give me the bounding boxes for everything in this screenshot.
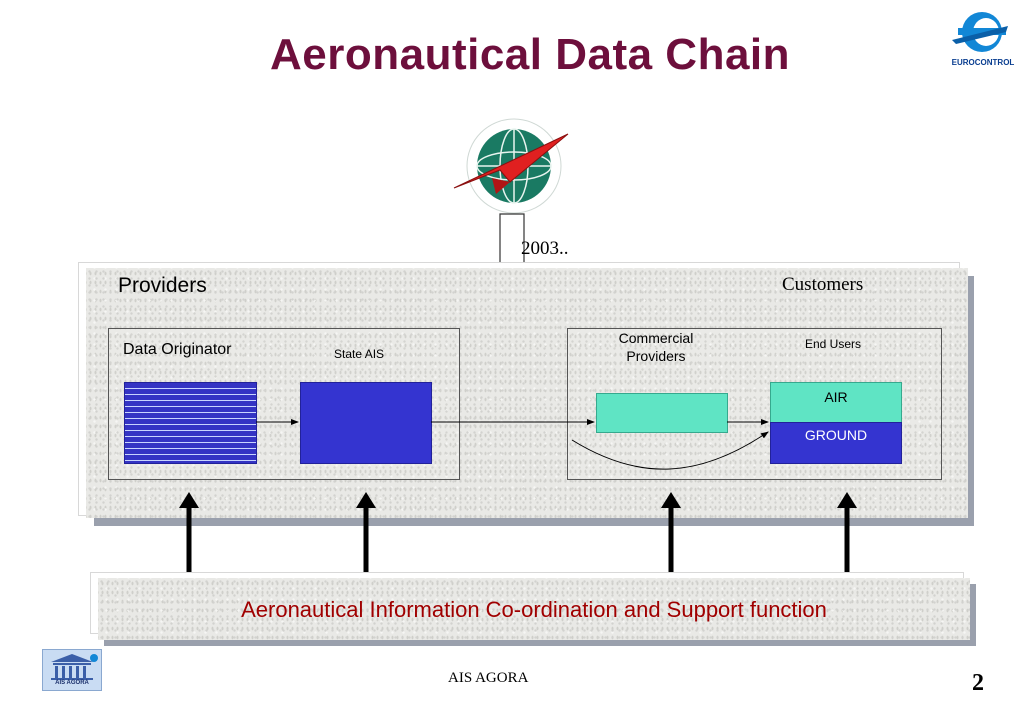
support-function-panel <box>98 578 970 640</box>
footer-label: AIS AGORA <box>448 670 529 686</box>
ead-globe-icon <box>453 118 569 214</box>
state-ais-block <box>300 382 432 464</box>
agora-logo-text: AIS AGORA <box>55 680 89 686</box>
page-number: 2 <box>972 670 984 696</box>
eurocontrol-logo-icon <box>952 12 1008 52</box>
air-block: AIR <box>770 382 902 424</box>
data-originator-label: Data Originator <box>123 341 232 358</box>
state-ais-label: State AIS <box>334 347 385 361</box>
arrow-bypass-curve <box>571 431 769 470</box>
commercial-providers-block <box>596 393 728 433</box>
customers-label: Customers <box>782 274 864 295</box>
support-arrows <box>179 492 857 572</box>
end-users-label: End Users <box>805 337 862 351</box>
agora-building-icon <box>51 654 98 680</box>
commercial-providers-label: Commercial Providers <box>618 330 694 364</box>
ais-agora-logo: AIS AGORA <box>42 649 102 691</box>
providers-label: Providers <box>118 274 207 297</box>
ead-logo <box>452 112 570 220</box>
air-label: AIR <box>824 389 848 405</box>
year-label: 2003.. <box>521 238 569 259</box>
eurocontrol-logo-text: EUROCONTROL <box>951 58 1015 67</box>
page-title: Aeronautical Data Chain <box>269 30 791 79</box>
support-function-label: Aeronautical Information Co-ordination a… <box>241 597 827 622</box>
data-originator-block <box>124 382 257 464</box>
ground-block: GROUND <box>770 422 902 464</box>
ground-label: GROUND <box>804 427 868 443</box>
eurocontrol-logo: EUROCONTROL <box>948 6 1018 70</box>
